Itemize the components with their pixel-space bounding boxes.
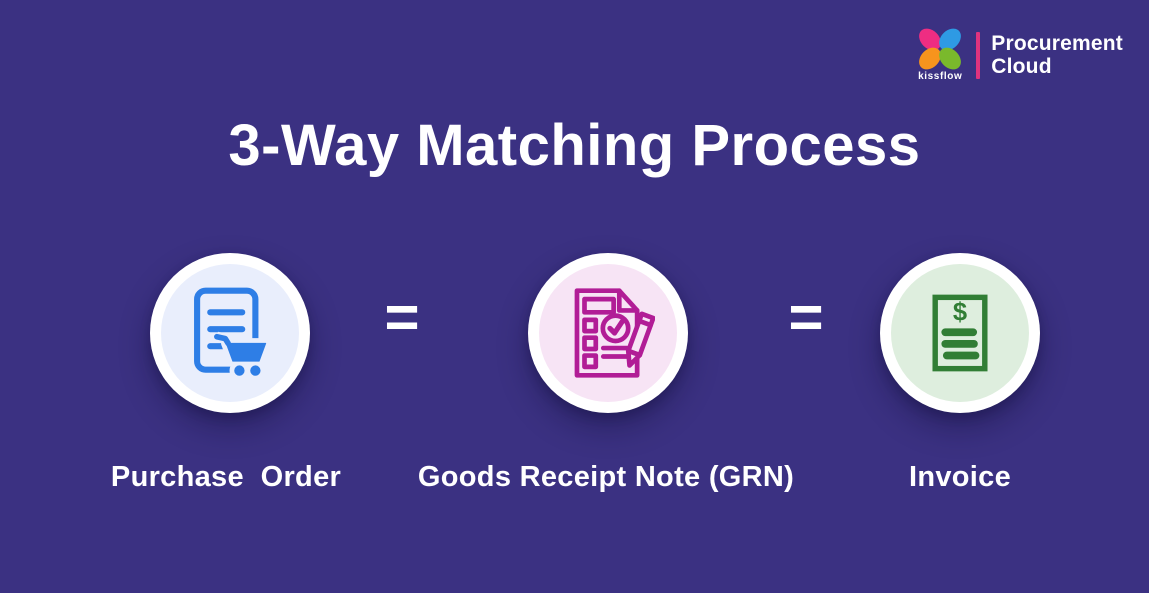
product-name: Procurement Cloud [991,32,1123,78]
goods-receipt-checklist-pencil-icon [574,288,655,378]
grn-circle-fill [539,264,677,402]
purchase-order-document-cart-icon [194,287,271,380]
purchase-order-label: Purchase Order [110,461,342,493]
kissflow-four-petal-flower-icon [919,28,962,70]
page-title: 3-Way Matching Process [228,113,921,178]
brand-name: kissflow [918,71,963,82]
dollar-symbol: $ [953,299,967,327]
invoice-circle: $ [880,253,1040,413]
kissflow-logo: kissflow [917,28,963,82]
invoice-label: Invoice [908,461,1012,493]
invoice-dollar-document-icon: $ [932,294,988,372]
product-name-line2: Cloud [991,55,1052,78]
grn-label: Goods Receipt Note (GRN) [417,461,795,493]
invoice-circle-fill: $ [891,264,1029,402]
grn-circle [528,253,688,413]
equals-operator: = [788,283,824,351]
purchase-order-circle-fill [161,264,299,402]
brand-divider [976,31,981,79]
product-name-line1: Procurement [991,32,1123,55]
purchase-order-circle [150,253,310,413]
equals-operator: = [384,283,420,351]
brand-logo: kissflow Procurement Cloud [917,28,1123,82]
